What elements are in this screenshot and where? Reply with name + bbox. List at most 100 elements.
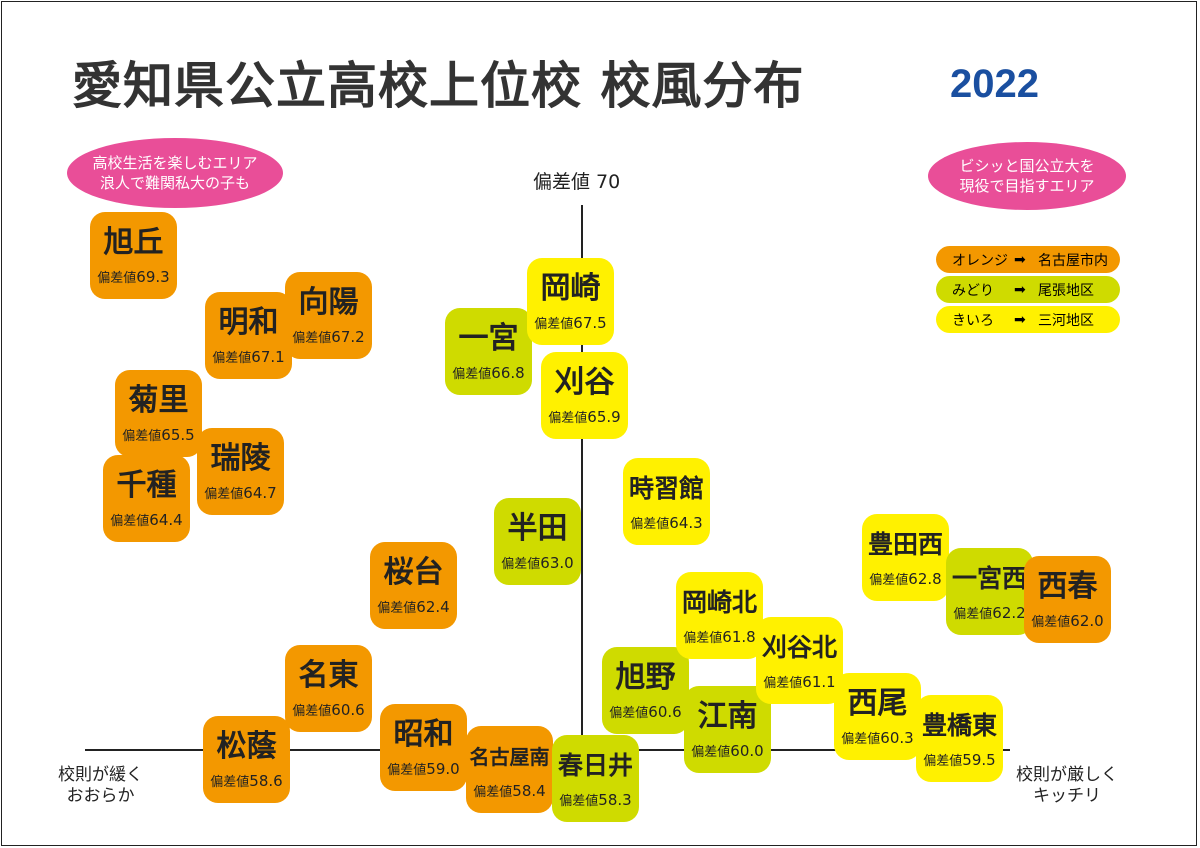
deviation-prefix: 偏差値 xyxy=(841,732,881,747)
deviation-prefix: 偏差値 xyxy=(204,487,244,502)
school-deviation: 偏差値64.7 xyxy=(204,483,276,502)
school-deviation: 偏差値62.0 xyxy=(1031,611,1103,630)
deviation-prefix: 偏差値 xyxy=(683,631,723,646)
school-name: 昭和 xyxy=(393,717,454,752)
school-deviation: 偏差値61.1 xyxy=(763,672,835,691)
legend-item: きいろ➡三河地区 xyxy=(936,306,1120,333)
deviation-value: 69.3 xyxy=(136,268,170,286)
school-box: 旭丘偏差値69.3 xyxy=(90,212,177,299)
axis-right-line: 校則が厳しく xyxy=(1016,765,1118,785)
deviation-value: 65.5 xyxy=(161,426,195,444)
school-name: 桜台 xyxy=(383,555,444,590)
school-deviation: 偏差値63.0 xyxy=(501,553,573,572)
school-box: 岡崎北偏差値61.8 xyxy=(676,572,763,659)
deviation-value: 60.6 xyxy=(648,703,682,721)
school-name: 旭丘 xyxy=(103,225,164,260)
school-deviation: 偏差値59.5 xyxy=(923,750,995,769)
deviation-prefix: 偏差値 xyxy=(122,429,162,444)
bubble-strict-area: ビシッと国公立大を 現役で目指すエリア xyxy=(928,142,1126,210)
bubble-relaxed-area: 高校生活を楽しむエリア 浪人で難関私大の子も xyxy=(67,138,283,208)
legend-area: 尾張地区 xyxy=(1038,282,1094,299)
school-box: 西春偏差値62.0 xyxy=(1024,556,1111,643)
axis-left-label: 校則が緩く おおらか xyxy=(58,765,143,807)
deviation-value: 58.3 xyxy=(598,791,632,809)
deviation-value: 62.4 xyxy=(416,598,450,616)
school-box: 旭野偏差値60.6 xyxy=(602,647,689,734)
school-name: 岡崎北 xyxy=(681,588,757,617)
school-deviation: 偏差値60.0 xyxy=(691,741,763,760)
school-name: 一宮 xyxy=(458,321,519,356)
deviation-prefix: 偏差値 xyxy=(953,607,993,622)
school-deviation: 偏差値67.2 xyxy=(292,327,364,346)
school-name: 岡崎 xyxy=(540,271,601,306)
school-box: 西尾偏差値60.3 xyxy=(834,673,921,760)
school-deviation: 偏差値62.4 xyxy=(377,597,449,616)
school-name: 春日井 xyxy=(557,751,633,780)
deviation-prefix: 偏差値 xyxy=(923,754,963,769)
bubble-line: 現役で目指すエリア xyxy=(959,177,1095,195)
deviation-prefix: 偏差値 xyxy=(110,514,150,529)
deviation-value: 67.5 xyxy=(573,314,607,332)
bubble-line: ビシッと国公立大を xyxy=(959,157,1095,175)
deviation-value: 65.9 xyxy=(587,408,621,426)
deviation-prefix: 偏差値 xyxy=(534,317,574,332)
school-name: 半田 xyxy=(507,511,568,546)
axis-top-label: 偏差値 70 xyxy=(533,171,621,193)
deviation-value: 58.4 xyxy=(512,782,546,800)
deviation-prefix: 偏差値 xyxy=(559,794,599,809)
deviation-prefix: 偏差値 xyxy=(609,706,649,721)
deviation-value: 60.6 xyxy=(331,701,365,719)
school-name: 西尾 xyxy=(847,686,908,721)
deviation-prefix: 偏差値 xyxy=(292,704,332,719)
deviation-prefix: 偏差値 xyxy=(501,557,541,572)
school-box: 松蔭偏差値58.6 xyxy=(203,716,290,803)
school-deviation: 偏差値60.3 xyxy=(841,728,913,747)
school-box: 千種偏差値64.4 xyxy=(103,455,190,542)
school-box: 江南偏差値60.0 xyxy=(684,686,771,773)
school-deviation: 偏差値60.6 xyxy=(609,702,681,721)
school-box: 刈谷偏差値65.9 xyxy=(541,352,628,439)
deviation-value: 60.3 xyxy=(880,729,914,747)
deviation-value: 64.4 xyxy=(149,511,183,529)
deviation-prefix: 偏差値 xyxy=(212,351,252,366)
page-title: 愛知県公立高校上位校 校風分布 xyxy=(72,57,805,115)
school-deviation: 偏差値67.5 xyxy=(534,313,606,332)
legend-color-name: みどり xyxy=(952,282,994,299)
deviation-value: 60.0 xyxy=(730,742,764,760)
school-deviation: 偏差値69.3 xyxy=(97,267,169,286)
school-deviation: 偏差値65.5 xyxy=(122,425,194,444)
school-deviation: 偏差値58.3 xyxy=(559,790,631,809)
axis-right-line: キッチリ xyxy=(1033,786,1101,806)
legend-item: みどり ➡ 尾張地区 xyxy=(936,276,1120,303)
bubble-line: 高校生活を楽しむエリア xyxy=(92,154,258,172)
deviation-value: 62.0 xyxy=(1070,612,1104,630)
arrow-right-icon: ➡ xyxy=(1014,281,1026,298)
school-box: 明和偏差値67.1 xyxy=(205,292,292,379)
deviation-prefix: 偏差値 xyxy=(869,573,909,588)
school-name: 豊田西 xyxy=(867,530,943,559)
school-deviation: 偏差値58.6 xyxy=(210,771,282,790)
school-name: 旭野 xyxy=(615,660,676,695)
deviation-prefix: 偏差値 xyxy=(387,763,427,778)
deviation-prefix: 偏差値 xyxy=(473,785,513,800)
school-box: 豊橋東偏差値59.5 xyxy=(916,695,1003,782)
school-name: 江南 xyxy=(697,699,758,734)
deviation-prefix: 偏差値 xyxy=(292,331,332,346)
school-name: 明和 xyxy=(218,305,279,340)
deviation-prefix: 偏差値 xyxy=(630,517,670,532)
school-name: 千種 xyxy=(116,468,177,503)
deviation-value: 62.8 xyxy=(908,570,942,588)
school-deviation: 偏差値58.4 xyxy=(473,781,545,800)
deviation-value: 59.0 xyxy=(426,760,460,778)
school-name: 豊橋東 xyxy=(921,711,997,740)
deviation-value: 63.0 xyxy=(540,554,574,572)
bubble-line: 浪人で難関私大の子も xyxy=(99,174,250,192)
deviation-value: 64.3 xyxy=(669,514,703,532)
deviation-value: 67.2 xyxy=(331,328,365,346)
legend-item: オレンジ➡名古屋市内 xyxy=(936,246,1120,273)
school-box: 半田偏差値63.0 xyxy=(494,498,581,585)
school-deviation: 偏差値67.1 xyxy=(212,347,284,366)
deviation-value: 61.8 xyxy=(722,628,756,646)
school-name: 瑞陵 xyxy=(210,441,271,476)
